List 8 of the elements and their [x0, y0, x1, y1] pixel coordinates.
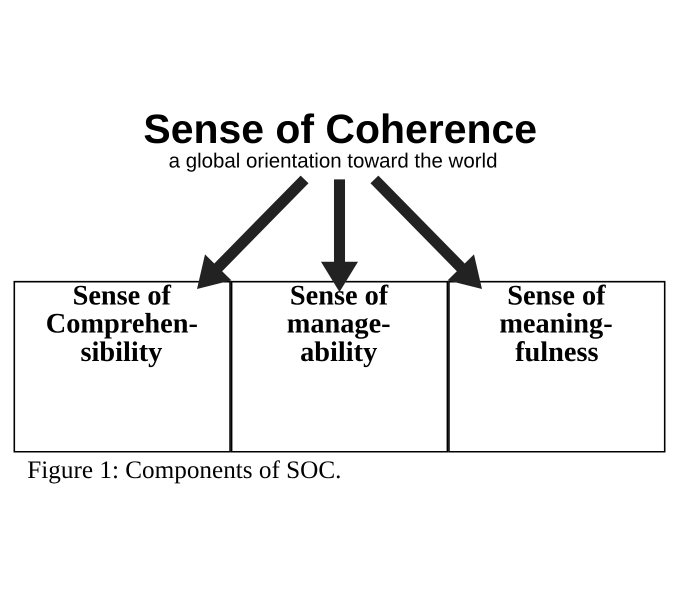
arrow [197, 175, 309, 288]
arrow [370, 175, 482, 288]
node-text: Sense of Coherence a global orientation toward the world [143, 105, 538, 172]
node-box: Sense of manage- ability [230, 280, 448, 452]
node-box: Sense of meaning- fulness [448, 280, 666, 452]
caption: Figure 1: Components of SOC. [27, 456, 342, 484]
node-box: Sense of Comprehen- sibility [14, 280, 231, 452]
arrow [320, 178, 358, 292]
